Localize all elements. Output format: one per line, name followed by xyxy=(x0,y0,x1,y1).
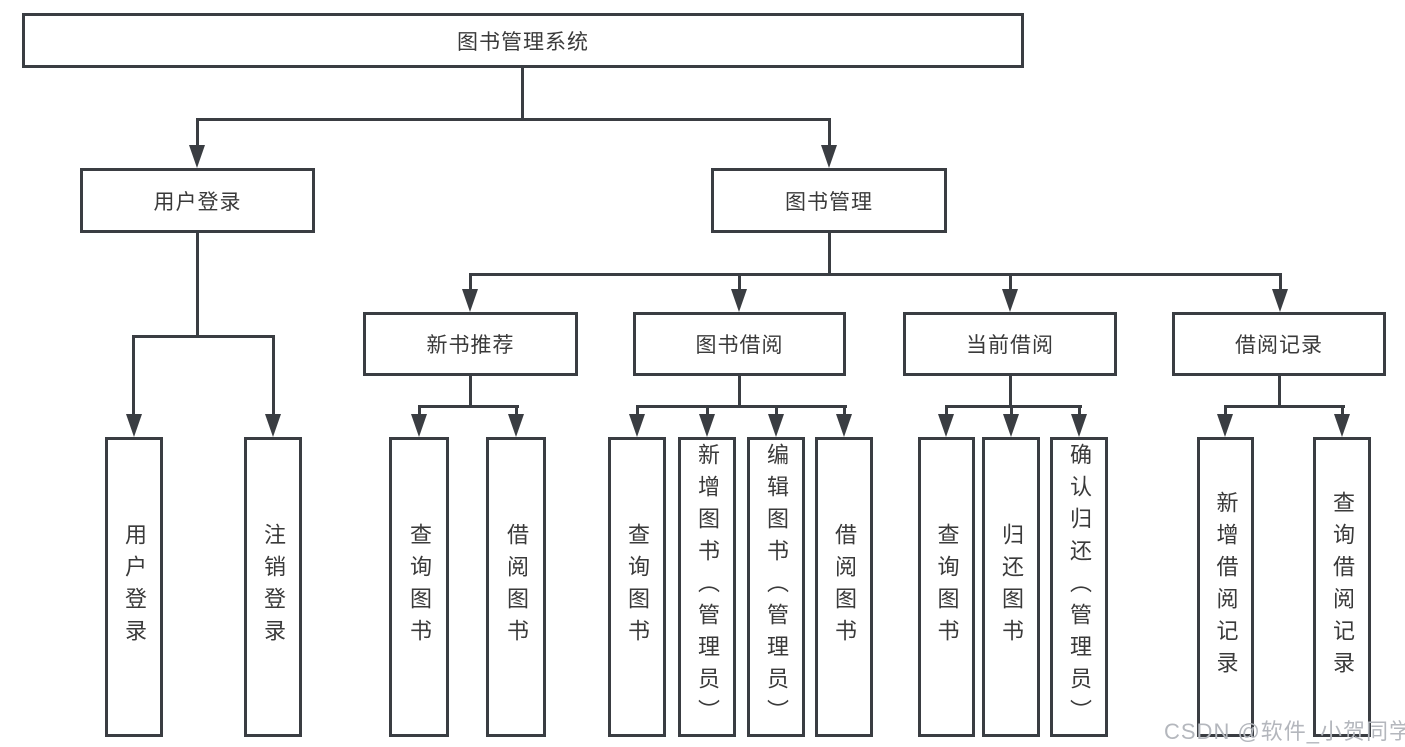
node-book-management: 图书管理 xyxy=(711,168,947,233)
arrowhead xyxy=(629,414,645,437)
node-label: 当前借阅 xyxy=(966,334,1054,357)
leaf-borrow-books-recommend: 借阅图书 xyxy=(486,437,546,737)
node-borrowing-records: 借阅记录 xyxy=(1172,312,1386,376)
leaf-add-borrow-record: 新增借阅记录 xyxy=(1197,437,1254,737)
connector-borrow-bar xyxy=(636,405,847,408)
connector-borrow-drop-2 xyxy=(706,405,709,420)
arrowhead xyxy=(126,414,142,437)
node-label: 借阅记录 xyxy=(1235,334,1323,357)
connector-current-bar xyxy=(945,405,1082,408)
leaf-label: 归还图书 xyxy=(999,523,1024,651)
arrowhead xyxy=(189,145,205,168)
node-label: 用户登录 xyxy=(153,190,242,214)
connector-borrow-drop-3 xyxy=(775,405,778,420)
arrowhead xyxy=(699,414,715,437)
connector-borrow-drop-4 xyxy=(843,405,846,420)
leaf-label: 用户登录 xyxy=(122,523,147,651)
connector-records-drop-2 xyxy=(1341,405,1344,420)
leaf-edit-books-admin: 编辑图书（管理员） xyxy=(747,437,805,737)
connector-bookmgmt-drop-2 xyxy=(738,273,741,295)
leaf-label: 注销登录 xyxy=(261,523,286,651)
arrowhead xyxy=(1002,289,1018,312)
connector-root-drop-right xyxy=(828,118,831,150)
arrowhead xyxy=(938,414,954,437)
leaf-label: 查询图书 xyxy=(934,523,960,651)
connector-bookmgmt-bar xyxy=(469,273,1282,276)
leaf-label: 新增借阅记录 xyxy=(1213,491,1239,683)
connector-records-drop-1 xyxy=(1224,405,1227,420)
leaf-query-borrow-record: 查询借阅记录 xyxy=(1313,437,1371,737)
leaf-label: 查询借阅记录 xyxy=(1330,491,1355,683)
connector-bookmgmt-drop-4 xyxy=(1279,273,1282,295)
connector-userlogin-drop-2 xyxy=(272,335,275,420)
connector-recommend-stem xyxy=(469,376,472,405)
leaf-label: 查询图书 xyxy=(625,523,650,651)
leaf-user-login: 用户登录 xyxy=(105,437,163,737)
node-new-book-recommendation: 新书推荐 xyxy=(363,312,578,376)
leaf-return-books: 归还图书 xyxy=(982,437,1040,737)
arrowhead xyxy=(1334,414,1350,437)
arrowhead xyxy=(1272,289,1288,312)
node-label: 新书推荐 xyxy=(426,334,515,357)
connector-root-drop-left xyxy=(196,118,199,150)
leaf-query-books-recommend: 查询图书 xyxy=(389,437,449,737)
arrowhead xyxy=(1217,414,1233,437)
node-label: 图书管理 xyxy=(785,190,873,214)
watermark-csdn: CSDN @软件_小贺同学 xyxy=(1164,719,1405,744)
connector-root-stem xyxy=(521,68,524,118)
arrowhead xyxy=(462,289,478,312)
connector-userlogin-bar xyxy=(132,335,275,338)
arrowhead xyxy=(265,414,281,437)
arrowhead xyxy=(836,414,852,437)
arrowhead xyxy=(1003,414,1019,437)
leaf-label: 借阅图书 xyxy=(504,523,529,651)
node-book-borrowing: 图书借阅 xyxy=(633,312,846,376)
connector-root-bar xyxy=(196,118,830,121)
connector-current-stem xyxy=(1009,376,1012,405)
leaf-add-books-admin: 新增图书（管理员） xyxy=(678,437,736,737)
arrowhead xyxy=(768,414,784,437)
arrowhead xyxy=(411,414,427,437)
connector-current-drop-3 xyxy=(1078,405,1081,420)
leaf-borrow-books: 借阅图书 xyxy=(815,437,873,737)
connector-current-drop-1 xyxy=(945,405,948,420)
leaf-query-books-borrow: 查询图书 xyxy=(608,437,666,737)
connector-userlogin-drop-1 xyxy=(132,335,135,420)
leaf-label: 查询图书 xyxy=(407,523,432,651)
leaf-label: 编辑图书（管理员） xyxy=(764,443,789,731)
connector-bookmgmt-stem xyxy=(828,233,831,273)
arrowhead xyxy=(1071,414,1087,437)
leaf-query-books-current: 查询图书 xyxy=(918,437,975,737)
node-label: 图书借阅 xyxy=(695,334,784,357)
connector-records-stem xyxy=(1278,376,1281,405)
node-label: 图书管理系统 xyxy=(457,30,589,54)
leaf-label: 新增图书（管理员） xyxy=(695,443,720,731)
connector-bookmgmt-drop-1 xyxy=(469,273,472,295)
leaf-label: 借阅图书 xyxy=(832,523,857,651)
connector-borrow-drop-1 xyxy=(636,405,639,420)
connector-bookmgmt-drop-3 xyxy=(1009,273,1012,295)
node-library-management-system: 图书管理系统 xyxy=(22,13,1024,68)
connector-recommend-drop-1 xyxy=(418,405,421,420)
arrowhead xyxy=(508,414,524,437)
connector-current-drop-2 xyxy=(1010,405,1013,420)
connector-recommend-drop-2 xyxy=(515,405,518,420)
leaf-logout: 注销登录 xyxy=(244,437,302,737)
connector-recommend-bar xyxy=(418,405,519,408)
arrowhead xyxy=(731,289,747,312)
leaf-confirm-return-admin: 确认归还（管理员） xyxy=(1050,437,1108,737)
node-current-borrowing: 当前借阅 xyxy=(903,312,1117,376)
node-user-login: 用户登录 xyxy=(80,168,315,233)
arrowhead xyxy=(821,145,837,168)
connector-records-bar xyxy=(1224,405,1345,408)
connector-userlogin-stem xyxy=(196,233,199,335)
leaf-label: 确认归还（管理员） xyxy=(1067,443,1092,731)
connector-borrow-stem xyxy=(738,376,741,405)
